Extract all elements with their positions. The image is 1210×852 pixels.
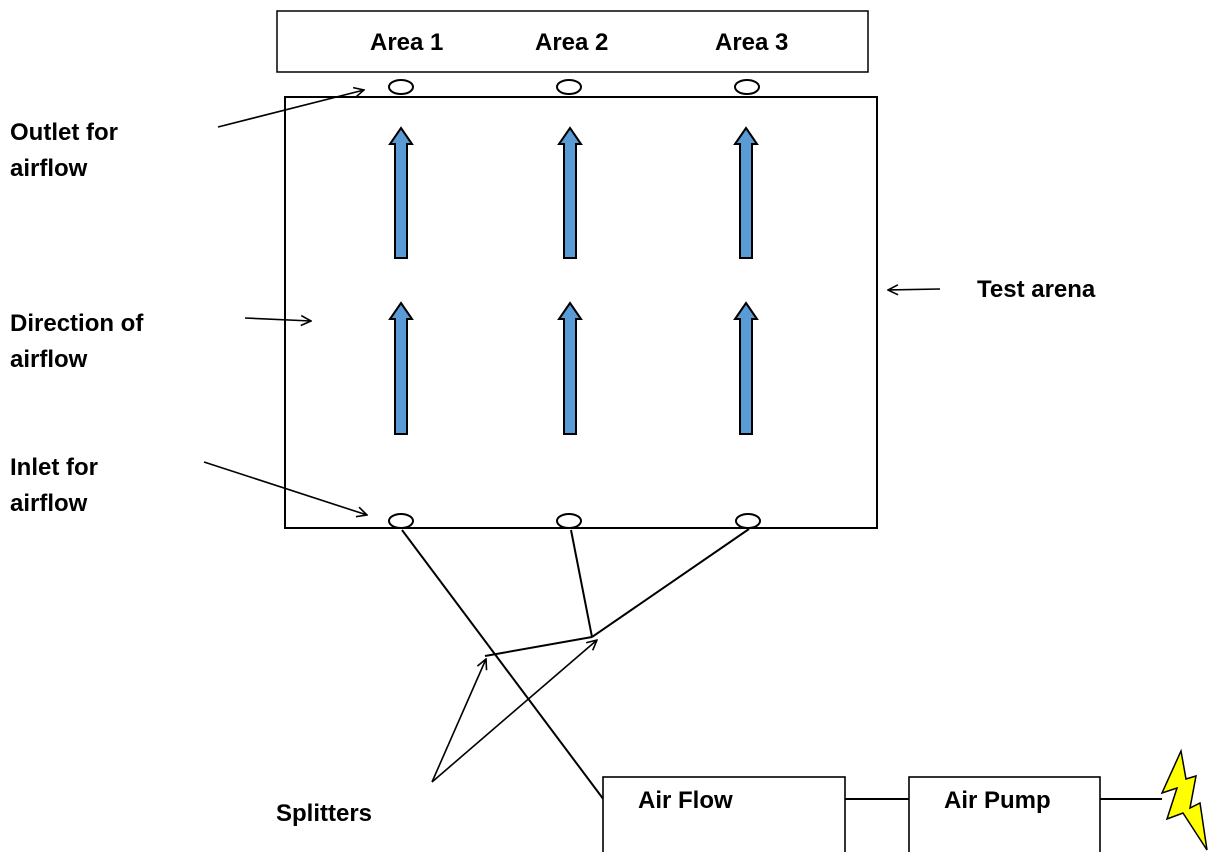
airflow-arrow-row1-col1 <box>388 126 414 259</box>
inlet-port-1 <box>388 513 414 529</box>
air-flow-label: Air Flow <box>638 787 733 814</box>
direction-pointer-arrow <box>244 318 311 321</box>
splitters-label: Splitters <box>276 800 373 827</box>
area-label-2: Area 2 <box>535 29 609 56</box>
pointer-arrows <box>203 90 941 783</box>
airflow-arrow-row1-col3 <box>733 126 759 259</box>
tube-inlet-2-to-splitter <box>570 529 593 638</box>
outlet-port-3 <box>734 79 760 95</box>
inlet-port-3 <box>735 513 761 529</box>
air-pump-box <box>908 776 1101 852</box>
outlet-label-line-1: Outlet for <box>10 119 118 146</box>
outlet-pointer-arrow <box>217 90 364 128</box>
tubing <box>401 528 750 801</box>
inlet-label-line-2: airflow <box>10 490 88 517</box>
airflow-direction-arrows <box>388 126 759 435</box>
tube-inlet-3-to-splitter <box>591 528 750 638</box>
outlet-label-line-2: airflow <box>10 155 88 182</box>
inlet-ports <box>388 513 761 529</box>
test-arena-box <box>284 96 878 529</box>
tube-inlet-1-to-air-flow <box>401 529 605 801</box>
airflow-arrow-row1-col2 <box>557 126 583 259</box>
splitter-pointer-arrow-1 <box>431 659 486 783</box>
direction-label-line-2: airflow <box>10 346 88 373</box>
outlet-port-1 <box>388 79 414 95</box>
airflow-arrow-row2-col2 <box>557 301 583 435</box>
splitter-pointer-arrow-2 <box>431 640 597 783</box>
airflow-arrow-row2-col1 <box>388 301 414 435</box>
area-label-3: Area 3 <box>715 29 789 56</box>
area-label-1: Area 1 <box>370 29 444 56</box>
outlet-ports <box>388 79 760 95</box>
inlet-port-2 <box>556 513 582 529</box>
tube-splitter-link <box>484 636 593 657</box>
airflow-arrow-row2-col3 <box>733 301 759 435</box>
direction-label-line-1: Direction of <box>10 310 144 337</box>
inlet-pointer-arrow <box>203 461 367 515</box>
lightning-bolt-icon <box>1160 748 1208 851</box>
outlet-port-2 <box>556 79 582 95</box>
test-arena-label: Test arena <box>977 276 1096 303</box>
air-pump-label: Air Pump <box>944 787 1051 814</box>
air-flow-box <box>602 776 846 852</box>
test-arena-pointer-arrow <box>888 289 941 290</box>
area-header-box <box>276 10 869 73</box>
inlet-label-line-1: Inlet for <box>10 454 98 481</box>
